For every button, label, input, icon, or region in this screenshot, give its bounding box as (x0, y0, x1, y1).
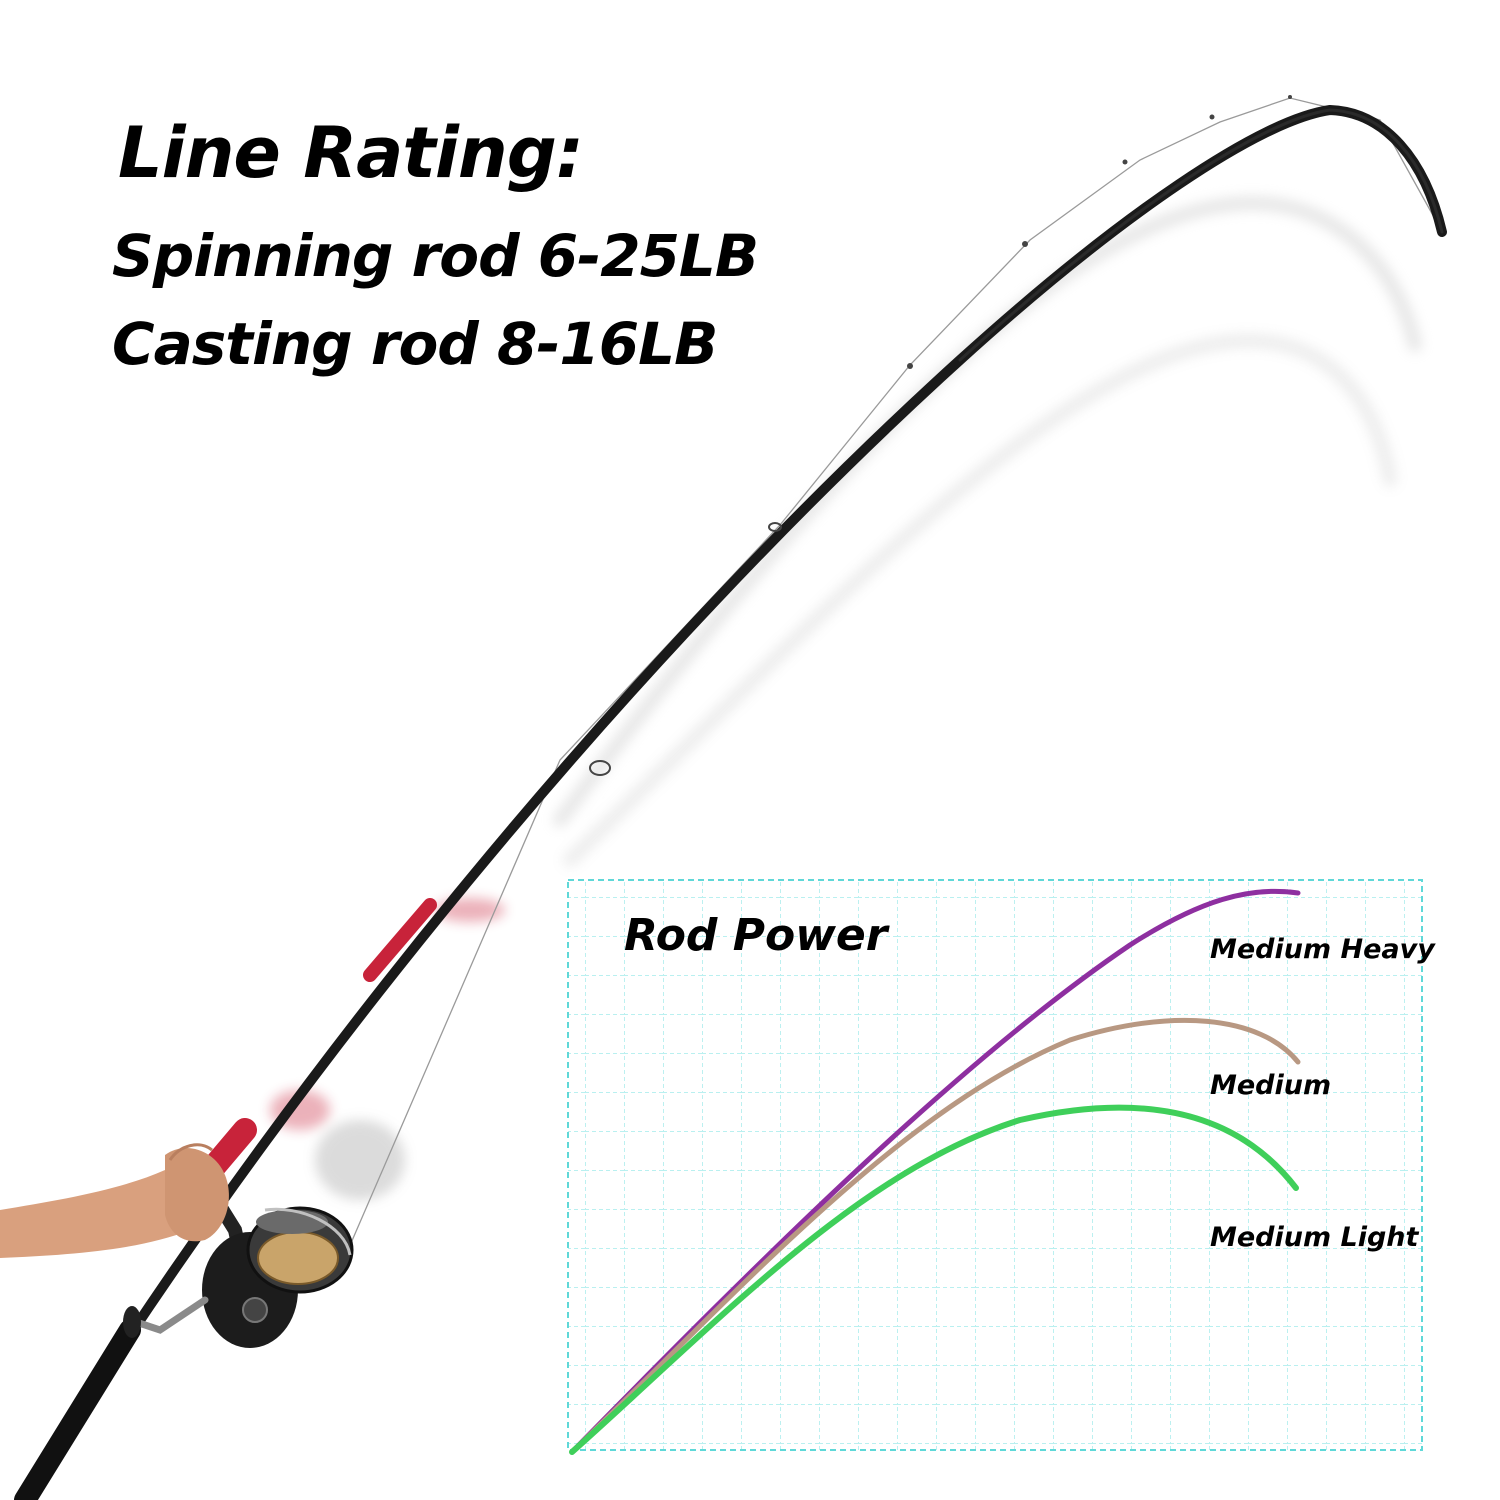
rod-motion-ghosts (553, 196, 1422, 867)
rod-power-chart: Rod Power Medium Heavy Medium Medium Lig… (567, 879, 1436, 1455)
thumb (168, 1143, 213, 1161)
reel-handle-knob (123, 1306, 141, 1338)
reel-spool-cap (256, 1210, 328, 1234)
rod-power-title: Rod Power (624, 910, 890, 961)
line-rating-title: Line Rating: (118, 112, 584, 194)
rod-guide-3 (907, 363, 913, 369)
spinning-rod-rating: Spinning rod 6-25LB (112, 222, 759, 290)
reel-spool-gold (257, 1231, 339, 1285)
reel-knob-logo (242, 1297, 268, 1323)
rod-guide-7 (1288, 95, 1292, 99)
rod-tip (958, 108, 1444, 362)
rod-guide-6 (1209, 114, 1215, 120)
rod-accent-wrap (363, 898, 437, 982)
rod-guide-5 (1122, 159, 1128, 165)
medium-light-label: Medium Light (1210, 1222, 1420, 1253)
medium-heavy-label: Medium Heavy (1210, 934, 1436, 965)
fishing-rod (14, 95, 1447, 1500)
rod-guide-2 (768, 522, 782, 532)
chart-grid (567, 879, 1423, 1451)
reel-bail (264, 1207, 352, 1256)
rod-handle (14, 1319, 141, 1500)
rod-guide-1 (589, 760, 611, 776)
medium-curve (569, 1017, 1301, 1455)
medium-light-curve (569, 1104, 1299, 1455)
casting-rod-rating: Casting rod 8-16LB (112, 310, 718, 378)
forearm (0, 1170, 190, 1258)
rod-guide-4 (1022, 241, 1028, 247)
medium-label: Medium (1210, 1070, 1331, 1101)
fingers (165, 1147, 229, 1242)
reel-motion-ghost (270, 898, 505, 1200)
hand (0, 1143, 229, 1258)
medium-heavy-curve (569, 888, 1301, 1455)
